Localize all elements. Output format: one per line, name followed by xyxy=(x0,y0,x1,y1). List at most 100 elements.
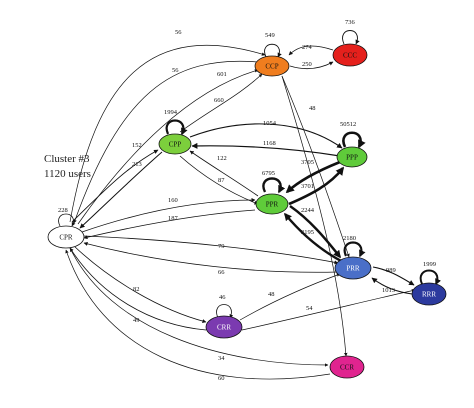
loop-label-ppp: 50512 xyxy=(340,121,356,128)
node-rrr-label: RRR xyxy=(422,291,436,299)
edge-label-34: 34 xyxy=(218,355,225,362)
edge-label-1054: 1054 xyxy=(263,120,277,127)
self-loop-crr xyxy=(216,304,234,319)
edge-cpp-ccp-660 xyxy=(179,73,263,133)
edge-label-2244: 2244 xyxy=(301,207,315,214)
edge-label-48-ccp: 48 xyxy=(309,105,316,112)
edge-label-1013: 1013 xyxy=(382,287,395,294)
edge-label-250: 250 xyxy=(302,61,312,68)
edge-cpr-ccp-56 xyxy=(69,45,266,223)
loop-label-ccp: 549 xyxy=(265,32,275,39)
edge-label-60: 60 xyxy=(218,375,225,382)
edge-ppr-ppp-3701 xyxy=(288,166,345,206)
edge-label-2195: 2195 xyxy=(301,229,314,236)
edge-ppr-prr-2244 xyxy=(289,205,341,259)
node-cpp-shape xyxy=(158,133,192,155)
edge-label-82: 82 xyxy=(133,286,140,293)
node-ccc-label: CCC xyxy=(343,52,357,60)
loop-label-ppr: 6795 xyxy=(262,170,275,177)
node-ccp[interactable]: CCP xyxy=(254,55,290,77)
loop-label-cpr: 228 xyxy=(58,207,68,214)
edge-cpp-ppp-1054 xyxy=(189,123,343,149)
edge-layer: 56 56 601 660 274 250 152 213 1054 1168 … xyxy=(65,29,416,382)
loop-label-crr: 46 xyxy=(219,294,226,301)
edge-label-274: 274 xyxy=(302,44,313,51)
self-loop-ccp xyxy=(264,43,282,58)
node-ppr-shape xyxy=(255,193,289,215)
node-ccc[interactable]: CCC xyxy=(332,43,368,67)
node-rrr[interactable]: RRR xyxy=(411,282,447,306)
edge-label-48-crr: 48 xyxy=(268,291,275,298)
edge-ccp-prr-48 xyxy=(281,75,350,258)
node-crr-shape xyxy=(205,315,243,339)
node-ppr[interactable]: PPR xyxy=(255,193,289,215)
edge-prr-rrr-989 xyxy=(372,266,415,286)
node-ppp[interactable]: PPP xyxy=(336,146,368,168)
node-crr[interactable]: CRR xyxy=(205,315,243,339)
node-cpr[interactable]: CPR xyxy=(47,225,85,249)
node-ppr-label: PPR xyxy=(266,201,279,209)
node-prr[interactable]: PRR xyxy=(334,256,372,280)
cluster-title: Cluster #3 xyxy=(44,153,90,165)
edge-label-160: 160 xyxy=(168,197,178,204)
edge-crr-prr-54 xyxy=(241,288,416,331)
self-loop-layer: 228 1994 549 736 50512 6795 2180 1999 46 xyxy=(58,19,441,319)
edge-label-56-top: 56 xyxy=(175,29,182,36)
cluster-user-count: 1120 users xyxy=(44,168,91,180)
node-cpp-label: CPP xyxy=(169,141,182,149)
edge-prr-ppr-2195 xyxy=(284,212,344,264)
node-ccr-label: CCR xyxy=(340,364,354,372)
edge-ccr-cpr-60 xyxy=(65,249,331,380)
edge-label-152: 152 xyxy=(132,142,142,149)
loop-label-cpp: 1994 xyxy=(164,109,178,116)
edge-ppp-cpp-1168 xyxy=(191,142,341,157)
self-loop-rrr xyxy=(419,269,441,286)
edge-cpr-cpp-152 xyxy=(71,149,159,223)
loop-label-rrr: 1999 xyxy=(423,261,436,268)
node-ccc-shape xyxy=(332,43,368,67)
edge-ppr-cpp-122 xyxy=(189,150,259,197)
edge-label-56-mid: 56 xyxy=(172,67,179,74)
edge-prr-ccr xyxy=(281,75,348,357)
edge-prr-cpr-66 xyxy=(83,241,339,273)
edge-cpr-ppr-160 xyxy=(81,198,256,233)
node-ccp-shape xyxy=(254,55,290,77)
loop-label-ccc: 736 xyxy=(345,19,356,26)
node-ppp-shape xyxy=(336,146,368,168)
edge-label-601: 601 xyxy=(217,71,227,78)
self-loop-ccc xyxy=(342,30,360,45)
node-ppp-label: PPP xyxy=(346,154,358,162)
node-cpp[interactable]: CPP xyxy=(158,133,192,155)
edge-ccp-ccc-250 xyxy=(289,61,334,70)
edge-label-187: 187 xyxy=(168,215,179,222)
edge-label-66: 66 xyxy=(218,269,225,276)
node-prr-shape xyxy=(334,256,372,280)
node-rrr-shape xyxy=(411,282,447,306)
edge-crr-cpr-49 xyxy=(69,247,207,331)
node-cpr-shape xyxy=(47,225,85,249)
self-loop-ppp xyxy=(342,131,366,149)
edge-rrr-prr-1013 xyxy=(371,277,413,295)
self-loop-cpr xyxy=(58,213,76,227)
edge-label-660: 660 xyxy=(214,97,224,104)
edge-label-79: 79 xyxy=(218,243,225,250)
self-loop-prr xyxy=(343,241,366,258)
loop-label-prr: 2180 xyxy=(343,235,356,242)
edge-ppr-cpr-187 xyxy=(83,209,256,240)
edge-cpr-prr-79 xyxy=(83,235,339,265)
node-prr-label: PRR xyxy=(346,265,360,273)
edge-label-3701: 3701 xyxy=(301,183,314,190)
node-ccp-label: CCP xyxy=(265,63,278,71)
edge-label-1168: 1168 xyxy=(263,140,276,147)
edge-cpp-cpr-213 xyxy=(79,151,163,229)
edge-label-122: 122 xyxy=(217,155,227,162)
edge-cpr-crr-82 xyxy=(73,245,207,324)
self-loop-ppr xyxy=(262,177,286,194)
node-crr-label: CRR xyxy=(217,324,231,332)
edge-ccp-cpr-56 xyxy=(73,60,259,224)
edge-cpp-ppr-87 xyxy=(179,155,259,205)
edge-label-87: 87 xyxy=(218,177,225,184)
node-ccr[interactable]: CCR xyxy=(329,355,365,379)
edge-crr-prr-48 xyxy=(239,273,341,321)
